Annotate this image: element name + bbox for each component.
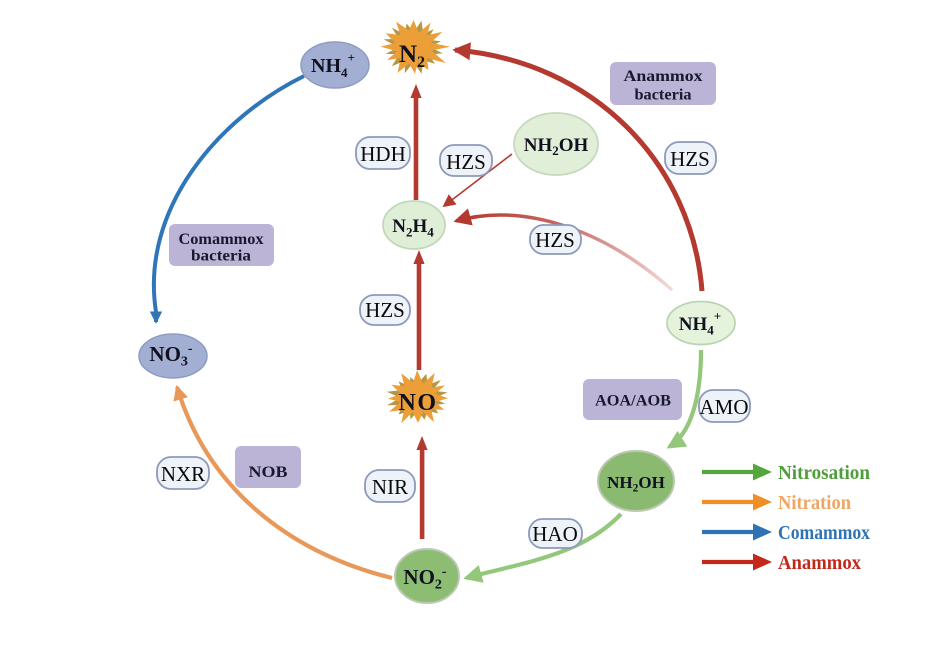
svg-text:bacteria: bacteria [191,246,251,265]
svg-text:AOA/AOB: AOA/AOB [595,391,671,410]
svg-text:N2H4: N2H4 [392,216,434,240]
svg-text:Comammox: Comammox [778,522,870,544]
svg-text:NH2OH: NH2OH [607,473,665,495]
svg-text:NH2OH: NH2OH [524,135,589,158]
svg-text:NH4+: NH4+ [679,309,721,338]
svg-text:Anammox: Anammox [778,552,861,574]
svg-text:bacteria: bacteria [635,85,692,104]
svg-text:Nitrosation: Nitrosation [778,462,870,484]
svg-text:Nitration: Nitration [778,492,851,514]
svg-text:HAO: HAO [532,522,578,546]
svg-text:HZS: HZS [670,147,710,171]
svg-text:HDH: HDH [360,142,406,166]
svg-text:NXR: NXR [161,462,205,486]
svg-text:NOB: NOB [249,462,288,481]
svg-text:HZS: HZS [446,150,486,174]
svg-text:Comammox: Comammox [179,229,265,248]
svg-text:NO2-: NO2- [403,565,447,593]
svg-text:HZS: HZS [365,298,405,322]
svg-text:HZS: HZS [535,228,575,252]
svg-text:Anammox: Anammox [624,66,704,85]
svg-text:NO: NO [399,390,438,416]
svg-text:NIR: NIR [372,475,408,499]
svg-text:AMO: AMO [699,395,748,419]
